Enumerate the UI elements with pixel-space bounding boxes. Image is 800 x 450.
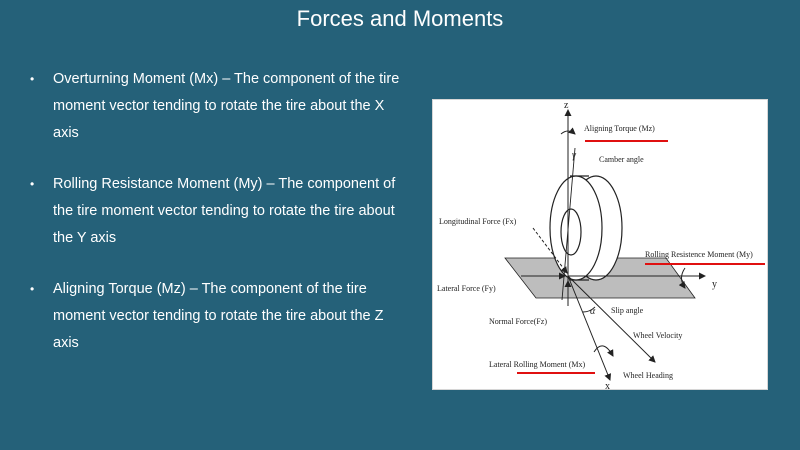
gamma-label: γ xyxy=(572,150,577,161)
normal-force-label: Normal Force(Fz) xyxy=(489,317,547,326)
rolling-resistance-label: Rolling Resistence Moment (My) xyxy=(645,250,753,259)
tire-diagram-svg: z γ y x α Aligning Torque (Mz) Camber an… xyxy=(437,100,765,389)
bullet-text: Overturning Moment (Mx) – The component … xyxy=(53,71,400,141)
wheel-velocity-label: Wheel Velocity xyxy=(633,331,682,340)
aligning-torque-curl-icon xyxy=(560,127,576,135)
slide-title: Forces and Moments xyxy=(296,6,504,31)
rolling-resistance-curl-icon xyxy=(678,267,686,289)
bullet-dot-icon: • xyxy=(30,72,35,86)
bullet-list: • Overturning Moment (Mx) – The componen… xyxy=(30,66,410,381)
lateral-rolling-label: Lateral Rolling Moment (Mx) xyxy=(489,360,586,369)
tire-icon xyxy=(549,175,623,281)
bullet-text: Aligning Torque (Mz) – The component of … xyxy=(53,281,384,351)
slip-angle-label: Slip angle xyxy=(611,306,644,315)
bullet-text: Rolling Resistance Moment (My) – The com… xyxy=(53,176,396,246)
alpha-label: α xyxy=(590,306,596,317)
z-axis-label: z xyxy=(564,100,569,111)
x-axis-line xyxy=(567,275,611,381)
longitudinal-force-arrow xyxy=(532,227,568,274)
bullet-rolling-resistance-moment: • Rolling Resistance Moment (My) – The c… xyxy=(30,171,410,252)
lateral-rolling-curl-icon xyxy=(593,345,614,357)
slip-angle-arc xyxy=(582,306,596,313)
tire-forces-diagram: z γ y x α Aligning Torque (Mz) Camber an… xyxy=(432,99,768,390)
y-axis-label: y xyxy=(712,279,717,290)
bullet-dot-icon: • xyxy=(30,177,35,191)
lateral-force-label: Lateral Force (Fy) xyxy=(437,284,496,293)
wheel-heading-label: Wheel Heading xyxy=(623,371,673,380)
aligning-torque-label: Aligning Torque (Mz) xyxy=(584,124,655,133)
bullet-aligning-torque: • Aligning Torque (Mz) – The component o… xyxy=(30,276,410,357)
bullet-dot-icon: • xyxy=(30,282,35,296)
wheel-velocity-arrow xyxy=(567,275,656,363)
longitudinal-force-label: Longitudinal Force (Fx) xyxy=(439,217,517,226)
bullet-overturning-moment: • Overturning Moment (Mx) – The componen… xyxy=(30,66,410,147)
x-axis-label: x xyxy=(605,381,610,389)
camber-angle-label: Camber angle xyxy=(599,155,644,164)
